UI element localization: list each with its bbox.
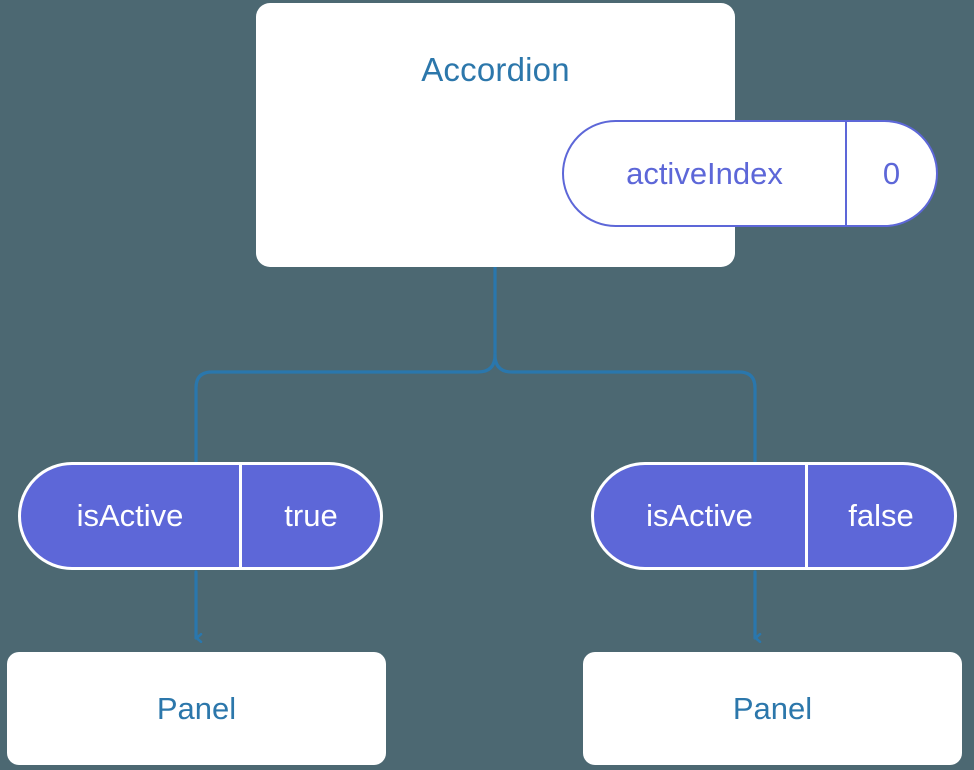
component-title-accordion: Accordion [421,51,570,88]
prop-pill-is-active-false[interactable]: isActive false [591,462,957,570]
prop-pill-value: false [805,465,954,567]
component-card-panel-left[interactable]: Panel [7,652,386,765]
prop-pill-value: true [239,465,380,567]
prop-pill-key: isActive [646,498,753,533]
component-title-panel: Panel [156,690,237,726]
component-card-panel-right[interactable]: Panel [583,652,962,765]
component-title-panel: Panel [732,690,813,726]
connector-branch-left [194,353,497,464]
component-card-accordion[interactable]: Accordion activeIndex 0 [256,3,938,267]
state-pill-value: 0 [845,122,936,225]
connector-branch-right [493,353,757,464]
state-pill-active-index[interactable]: activeIndex 0 [562,120,938,227]
prop-pill-is-active-true[interactable]: isActive true [18,462,383,570]
state-pill-key: activeIndex [626,155,783,191]
prop-pill-key: isActive [76,498,184,533]
